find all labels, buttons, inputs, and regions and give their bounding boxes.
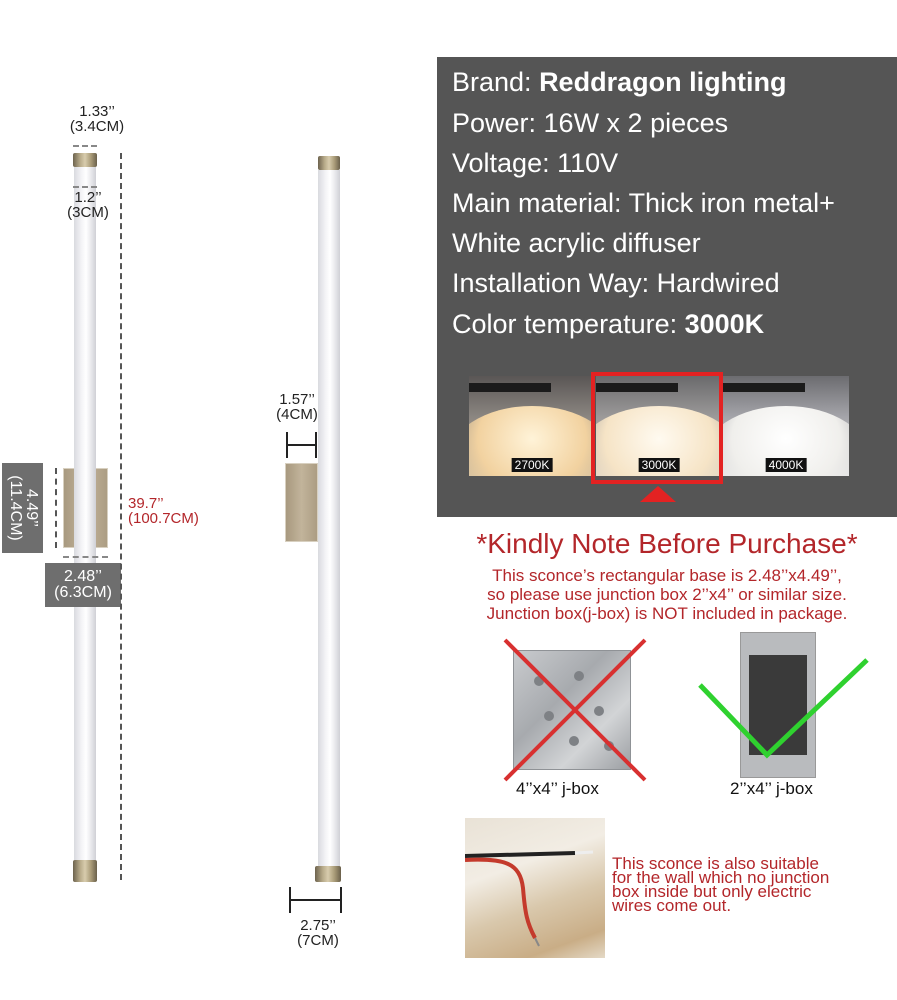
swatch-3000k: 3000K bbox=[596, 376, 722, 476]
tube-diameter-label: 1.2’’ (3CM) bbox=[53, 190, 123, 220]
spec-color-temp-label: Color temperature: bbox=[452, 309, 685, 339]
swatch-label: 4000K bbox=[765, 458, 807, 472]
total-length-dash bbox=[120, 153, 122, 880]
dim-inch: 4.49’’ bbox=[22, 489, 40, 527]
wire-photo bbox=[465, 818, 605, 958]
base-depth-label: 1.57’’ (4CM) bbox=[262, 392, 332, 422]
note-body: This sconce’s rectangular base is 2.48’’… bbox=[437, 566, 897, 623]
jbox-2x4-label: 2’’x4’’ j-box bbox=[730, 779, 813, 798]
dim-inch: 1.33’’ bbox=[79, 103, 115, 120]
dim-cm: (3.4CM) bbox=[69, 118, 125, 135]
selected-arrow-icon bbox=[640, 486, 676, 502]
dim-cm: (7CM) bbox=[297, 932, 339, 949]
note-line: This sconce’s rectangular base is 2.48’’… bbox=[492, 566, 842, 585]
note-line: Junction box(j-box) is NOT included in p… bbox=[486, 604, 848, 623]
dim-cm: (11.4CM) bbox=[6, 475, 24, 541]
spec-material: Main material: Thick iron metal+ bbox=[452, 188, 835, 218]
cross-icon bbox=[503, 638, 647, 782]
base-width-dash bbox=[63, 556, 108, 558]
spec-color-temp-value: 3000K bbox=[684, 309, 765, 339]
swatch-2700k: 2700K bbox=[469, 376, 595, 476]
light-rail bbox=[469, 383, 551, 392]
dim-inch: 1.57’’ bbox=[279, 391, 315, 408]
jbox-2x4-image bbox=[740, 632, 816, 778]
selected-swatch-frame bbox=[591, 372, 723, 484]
wire-note-line: wires come out. bbox=[612, 896, 732, 915]
spec-brand-value: Reddragon lighting bbox=[539, 67, 787, 97]
side-top-cap bbox=[318, 156, 340, 170]
jbox-4x4-label: 4’’x4’’ j-box bbox=[516, 779, 599, 798]
swatch-4000k: 4000K bbox=[723, 376, 849, 476]
dim-cm: (100.7CM) bbox=[128, 510, 199, 527]
top-cap-dash bbox=[73, 145, 97, 147]
light-rail bbox=[723, 383, 805, 392]
spec-brand-label: Brand: bbox=[452, 67, 540, 97]
base-depth-marker bbox=[286, 432, 317, 458]
wire-note-line: This sconce is also suitable bbox=[612, 854, 819, 873]
front-tube-over-base bbox=[74, 468, 96, 548]
spec-power: Power: 16W x 2 pieces bbox=[452, 108, 729, 138]
side-base-plate bbox=[285, 463, 318, 542]
spec-color-temp: Color temperature: 3000K bbox=[452, 309, 764, 339]
spec-material-cont: White acrylic diffuser bbox=[452, 228, 701, 258]
dim-inch: 2.75’’ bbox=[300, 917, 336, 934]
base-width-label: 2.48’’ (6.3CM) bbox=[45, 563, 121, 607]
spec-brand: Brand: Reddragon lighting bbox=[452, 67, 787, 97]
wire-note: This sconce is also suitable for the wal… bbox=[612, 854, 892, 915]
spec-installation: Installation Way: Hardwired bbox=[452, 268, 780, 298]
side-bottom-cap bbox=[315, 866, 341, 882]
wire-note-line: for the wall which no junction bbox=[612, 868, 830, 887]
projection-label: 2.75’’ (7CM) bbox=[283, 918, 353, 948]
projection-marker bbox=[289, 887, 342, 913]
dim-cm: (6.3CM) bbox=[54, 584, 112, 601]
top-end-cap bbox=[73, 153, 97, 167]
wires-icon bbox=[465, 850, 594, 947]
light-rail bbox=[596, 383, 678, 392]
dim-cm: (4CM) bbox=[276, 406, 318, 423]
dim-inch: 39.7’’ bbox=[128, 495, 164, 512]
swatch-label: 3000K bbox=[638, 458, 680, 472]
base-height-dash bbox=[55, 468, 57, 548]
note-title: *Kindly Note Before Purchase* bbox=[476, 528, 858, 559]
spec-voltage: Voltage: 110V bbox=[452, 148, 619, 178]
tube-dash bbox=[73, 186, 97, 188]
side-tube bbox=[318, 170, 340, 866]
base-height-label: 4.49’’ (11.4CM) bbox=[2, 463, 43, 553]
swatch-label: 2700K bbox=[511, 458, 553, 472]
jbox-cavity bbox=[749, 655, 807, 755]
bottom-end-cap bbox=[73, 860, 97, 882]
total-length-label: 39.7’’ (100.7CM) bbox=[128, 496, 199, 526]
dim-inch: 1.2’’ bbox=[74, 189, 102, 206]
dim-cm: (3CM) bbox=[67, 204, 109, 221]
note-line: so please use junction box 2’’x4’’ or si… bbox=[487, 585, 847, 604]
checkmark-icon bbox=[698, 658, 869, 759]
top-cap-width-label: 1.33’’ (3.4CM) bbox=[62, 104, 132, 134]
wire-note-line: box inside but only electric bbox=[612, 882, 812, 901]
dim-inch: 2.48’’ bbox=[64, 568, 102, 585]
